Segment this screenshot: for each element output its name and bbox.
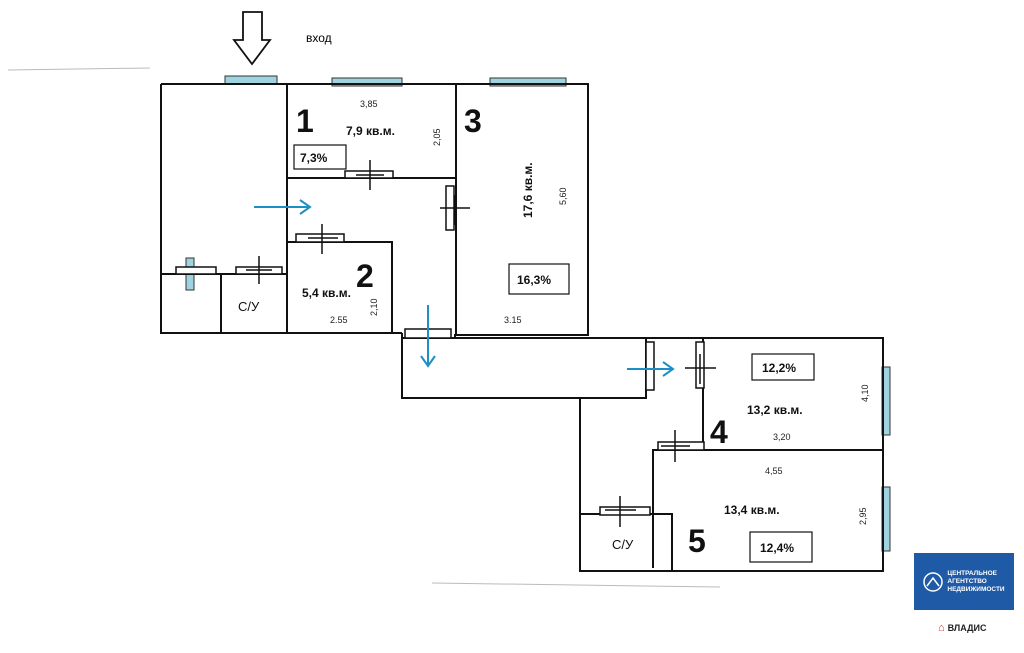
entrance-label: вход: [306, 31, 332, 45]
room-1-dim-b: 2,05: [432, 128, 442, 146]
walls: [160, 83, 884, 572]
direction-arrow-icons: [254, 199, 675, 377]
agency-logo: ЦЕНТРАЛЬНОЕ АГЕНТСТВО НЕДВИЖИМОСТИ: [914, 553, 1014, 610]
bathroom-label-1: С/У: [238, 299, 260, 314]
house-icon: ⌂: [938, 622, 945, 634]
room-1-dim-a: 3,85: [360, 99, 378, 109]
room-5-percent: 12,4%: [760, 541, 794, 555]
room-2-dim-a: 2.55: [330, 315, 348, 325]
room-1-area: 7,9 кв.м.: [346, 124, 395, 138]
room-1-number: 1: [296, 103, 314, 139]
door-cross-marks: [246, 160, 716, 527]
percent-boxes: [293, 144, 815, 563]
agency-sub-label: ВЛАДИС: [947, 623, 987, 633]
room-5-area: 13,4 кв.м.: [724, 503, 780, 517]
entrance-arrow-icon: [232, 11, 272, 66]
room-3-number: 3: [464, 103, 482, 139]
bathroom-label-2: С/У: [612, 537, 634, 552]
room-2-dim-b: 2,10: [369, 298, 379, 316]
room-5-dim-a: 4,55: [765, 466, 783, 476]
logo-icon: [923, 571, 944, 592]
room-3-area: 17,6 кв.м.: [521, 162, 535, 218]
windows: [185, 75, 891, 552]
room-5-number: 5: [688, 523, 706, 559]
room-3-percent: 16,3%: [517, 273, 551, 287]
room-2-number: 2: [356, 258, 374, 294]
agency-sub-brand: ⌂ ВЛАДИС: [938, 621, 986, 635]
room-4-dim-b: 4,10: [860, 384, 870, 402]
room-4-percent: 12,2%: [762, 361, 796, 375]
agency-name: ЦЕНТРАЛЬНОЕ АГЕНТСТВО НЕДВИЖИМОСТИ: [947, 569, 1005, 593]
room-3-dim-b: 5,60: [558, 187, 568, 205]
room-4-dim-a: 3,20: [773, 432, 791, 442]
room-5-dim-b: 2,95: [858, 507, 868, 525]
scan-marks: [7, 67, 721, 588]
room-1-percent: 7,3%: [300, 151, 328, 165]
room-3-dim-a: 3.15: [504, 315, 522, 325]
room-4-number: 4: [710, 414, 728, 450]
doors: [175, 170, 705, 516]
room-2-area: 5,4 кв.м.: [302, 286, 351, 300]
room-4-area: 13,2 кв.м.: [747, 403, 803, 417]
